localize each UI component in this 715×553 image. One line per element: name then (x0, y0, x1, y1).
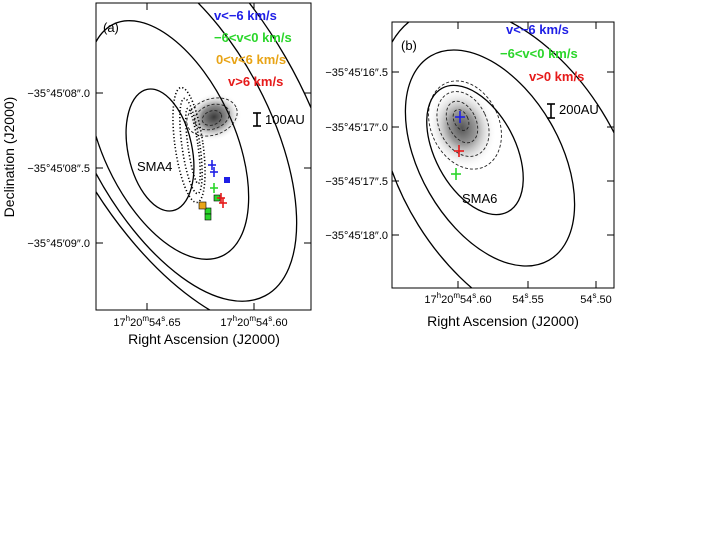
panel-a-markers (198, 160, 230, 221)
panel-a-frame (95, 2, 312, 311)
panel-a-dashed-contour (194, 103, 230, 131)
panel-a-contour (96, 3, 298, 302)
panel-b-dashed-contour (452, 109, 470, 131)
panel-a-x-tick-label: 17h20m54s.60 (220, 314, 287, 329)
panel-b-contour (404, 49, 576, 267)
panel-b-label: (b) (401, 38, 417, 53)
panel-a-continuum-emission (186, 92, 242, 142)
panel-b-x-tick-label: 17h20m54s.60 (424, 291, 491, 306)
panel-a-y-tick-label: −35°45′08″.0 (27, 88, 90, 100)
panel-a-dotted-contour (172, 86, 206, 204)
panel-a-ticks (96, 3, 311, 310)
panel-a: (a) SMA4 100AU v<−6 km/s −6<v<0 km/s 0<v… (1, 2, 312, 347)
panel-a-y-axis-title: Declination (J2000) (1, 97, 17, 218)
panel-a-legend-item: v<−6 km/s (214, 8, 277, 23)
panel-b-dashed-contour (445, 100, 479, 144)
panel-b-dashed-contour (436, 91, 490, 157)
panel-a-dashed-contour (201, 110, 223, 126)
panel-a-green-markers (210, 183, 218, 193)
panel-a-legend-item: −6<v<0 km/s (214, 30, 292, 45)
panel-a-label: (a) (103, 20, 119, 35)
panel-a-red-markers (217, 193, 227, 208)
panel-a-green-square (204, 213, 212, 221)
panel-b-green-markers (451, 168, 461, 180)
panel-a-blue-square (224, 177, 230, 183)
panel-b-contour (392, 22, 614, 288)
panel-a-orange-square (198, 201, 207, 210)
panel-b-x-axis-title: Right Ascension (J2000) (427, 313, 579, 329)
panel-a-contour (96, 3, 311, 310)
panel-a-x-tick-label: 17h20m54s.65 (113, 314, 180, 329)
panel-b-ticks (392, 22, 614, 288)
panel-b-legend-item: v<−6 km/s (506, 22, 569, 37)
panel-b-x-tick-label: 54s.55 (512, 291, 544, 306)
panel-b: (b) SMA6 200AU v<−6 km/s −6<v<0 km/s v>0… (325, 21, 615, 329)
panel-a-contour (96, 20, 250, 260)
panel-a-source-label: SMA4 (137, 159, 172, 174)
panel-a-x-axis-title: Right Ascension (J2000) (128, 331, 280, 347)
panel-b-scale-bar (547, 103, 555, 119)
panel-a-scale-label: 100AU (265, 112, 305, 127)
panel-b-y-tick-label: −35°45′16″.5 (325, 67, 388, 79)
panel-a-dashed-contour (186, 97, 238, 137)
panel-b-y-tick-label: −35°45′18″.0 (325, 230, 388, 242)
panel-a-y-tick-label: −35°45′08″.5 (27, 163, 90, 175)
panel-a-legend-item: v>6 km/s (228, 74, 283, 89)
panel-a-contour (125, 88, 195, 212)
panel-a-dotted-contour (184, 107, 202, 185)
panel-a-dotted-contour (179, 97, 203, 195)
panel-b-blue-markers (455, 111, 465, 123)
panel-a-blue-markers (208, 160, 218, 177)
panel-b-legend-item: −6<v<0 km/s (500, 46, 578, 61)
panel-b-frame (391, 21, 615, 289)
panel-b-legend-item: v>0 km/s (529, 69, 584, 84)
panel-a-y-tick-label: −35°45′09″.0 (27, 238, 90, 250)
panel-b-y-tick-label: −35°45′17″.0 (325, 122, 388, 134)
panel-b-y-tick-label: −35°45′17″.5 (325, 176, 388, 188)
panel-a-scale-bar (253, 112, 261, 127)
panel-b-x-tick-label: 54s.50 (580, 291, 612, 306)
panel-b-source-label: SMA6 (462, 191, 497, 206)
panel-b-continuum-emission (427, 86, 497, 170)
panel-b-red-markers (454, 145, 464, 157)
panel-b-contour (426, 84, 524, 216)
panel-a-legend-item: 0<v<6 km/s (216, 52, 286, 67)
panel-b-scale-label: 200AU (559, 102, 599, 117)
